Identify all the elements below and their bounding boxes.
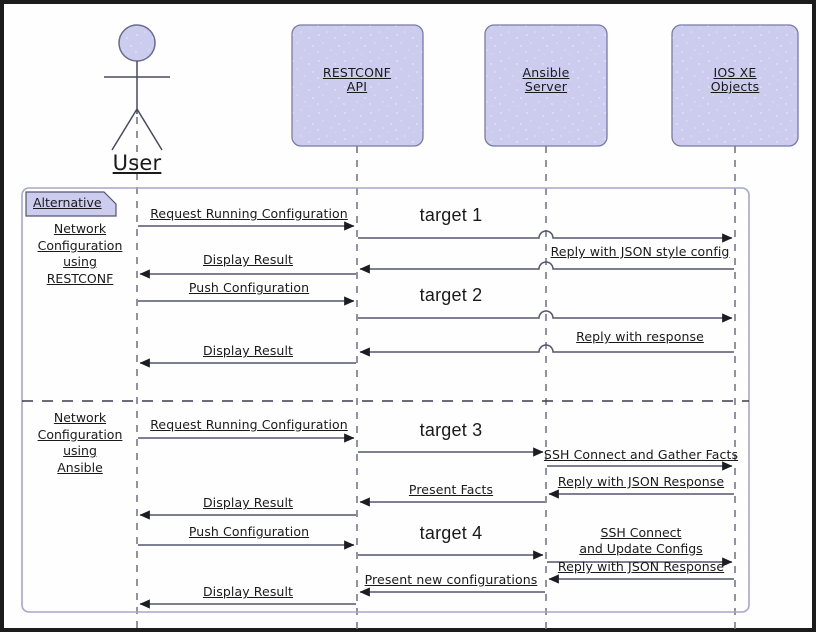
cond2-line1: Network [53, 410, 107, 425]
message-label-m19: Present new configurations [364, 572, 538, 587]
message-label-m4: Display Result [202, 252, 294, 267]
cond2-line2: Configuration [37, 426, 123, 442]
lifelines [136, 117, 736, 632]
fragment-tag-shape [25, 191, 117, 217]
cond1-line3: using [63, 254, 97, 269]
message-label-m6-target2: target 2 [419, 285, 483, 305]
message-label-m10-target3: target 3 [419, 420, 483, 440]
sequence-diagram-canvas: RESTCONF API Ansible Server IOS XE Objec… [4, 4, 816, 636]
message-label-m17: SSH Connect and Update Configs [556, 525, 726, 556]
message-label-m18: Reply with JSON Response [557, 559, 725, 574]
message-label-m11: SSH Connect and Gather Facts [543, 447, 739, 462]
cond2-line3: using [63, 443, 97, 458]
participant-label-restconf-line1: RESTCONF [322, 65, 392, 80]
participant-label-ansible-line1: Ansible [522, 65, 570, 80]
combined-fragment-alternative [21, 187, 750, 613]
message-label-m3: Reply with JSON style config [550, 244, 730, 259]
participant-label-restconf: RESTCONF API [323, 66, 391, 94]
diagram-vector-layer [21, 24, 799, 632]
cond1-line2: Configuration [37, 237, 123, 253]
message-label-m9: Request Running Configuration [150, 417, 348, 432]
cond1-line4: RESTCONF [46, 270, 114, 286]
participant-label-iosxe-line1: IOS XE [713, 65, 757, 80]
arrow-m7 [359, 344, 734, 357]
participant-label-restconf-line2: API [346, 79, 368, 94]
cond2-line4: Ansible [57, 459, 103, 475]
actor-label-user: User [112, 151, 162, 175]
participant-label-ansible: Ansible Server [523, 66, 570, 94]
message-label-m16-target4: target 4 [419, 523, 483, 543]
arrow-m2-target1 [358, 230, 733, 243]
participant-label-ansible-line2: Server [524, 79, 568, 94]
message-label-m1: Request Running Configuration [150, 206, 348, 221]
message-label-m17-line1: SSH Connect [600, 525, 682, 540]
operand-condition-restconf: Network Configuration using RESTCONF [20, 221, 140, 287]
message-label-m20: Display Result [202, 584, 294, 599]
fragment-tag-label: Alternative [33, 195, 102, 210]
message-label-m15: Push Configuration [188, 524, 310, 539]
message-label-m14: Display Result [202, 495, 294, 510]
participant-label-iosxe-line2: Objects [710, 79, 760, 94]
message-label-m2-target1: target 1 [419, 205, 483, 225]
arrow-m6-target2 [358, 310, 733, 323]
participant-label-iosxe: IOS XE Objects [711, 66, 760, 94]
actor-icon-user [104, 24, 170, 151]
message-label-m8: Display Result [202, 343, 294, 358]
operand-condition-ansible: Network Configuration using Ansible [20, 410, 140, 476]
message-label-m7: Reply with response [576, 329, 704, 344]
message-label-m12: Reply with JSON Response [557, 474, 725, 489]
message-label-m5: Push Configuration [188, 280, 310, 295]
message-label-m17-line2: and Update Configs [579, 540, 703, 556]
message-arrows [138, 221, 734, 609]
arrow-m3 [359, 261, 734, 274]
cond1-line1: Network [53, 221, 107, 236]
message-label-m13: Present Facts [408, 482, 494, 497]
